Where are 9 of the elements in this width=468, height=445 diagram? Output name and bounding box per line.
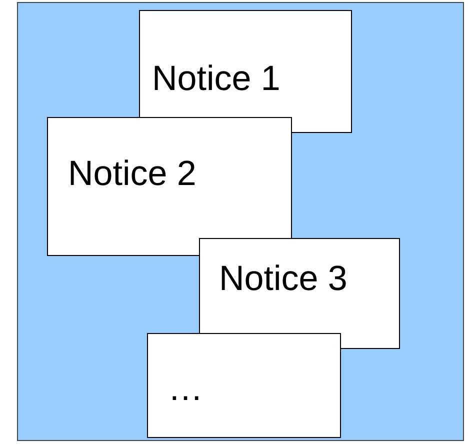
notice-label: … [168, 371, 203, 406]
notice-label: Notice 2 [68, 156, 196, 191]
notice-label: Notice 3 [219, 261, 348, 296]
notice-card [139, 10, 352, 133]
notice-card [47, 117, 292, 256]
notice-label: Notice 1 [152, 61, 280, 96]
notice-card [199, 238, 400, 349]
background-panel [17, 2, 464, 441]
notice-card [147, 333, 341, 438]
